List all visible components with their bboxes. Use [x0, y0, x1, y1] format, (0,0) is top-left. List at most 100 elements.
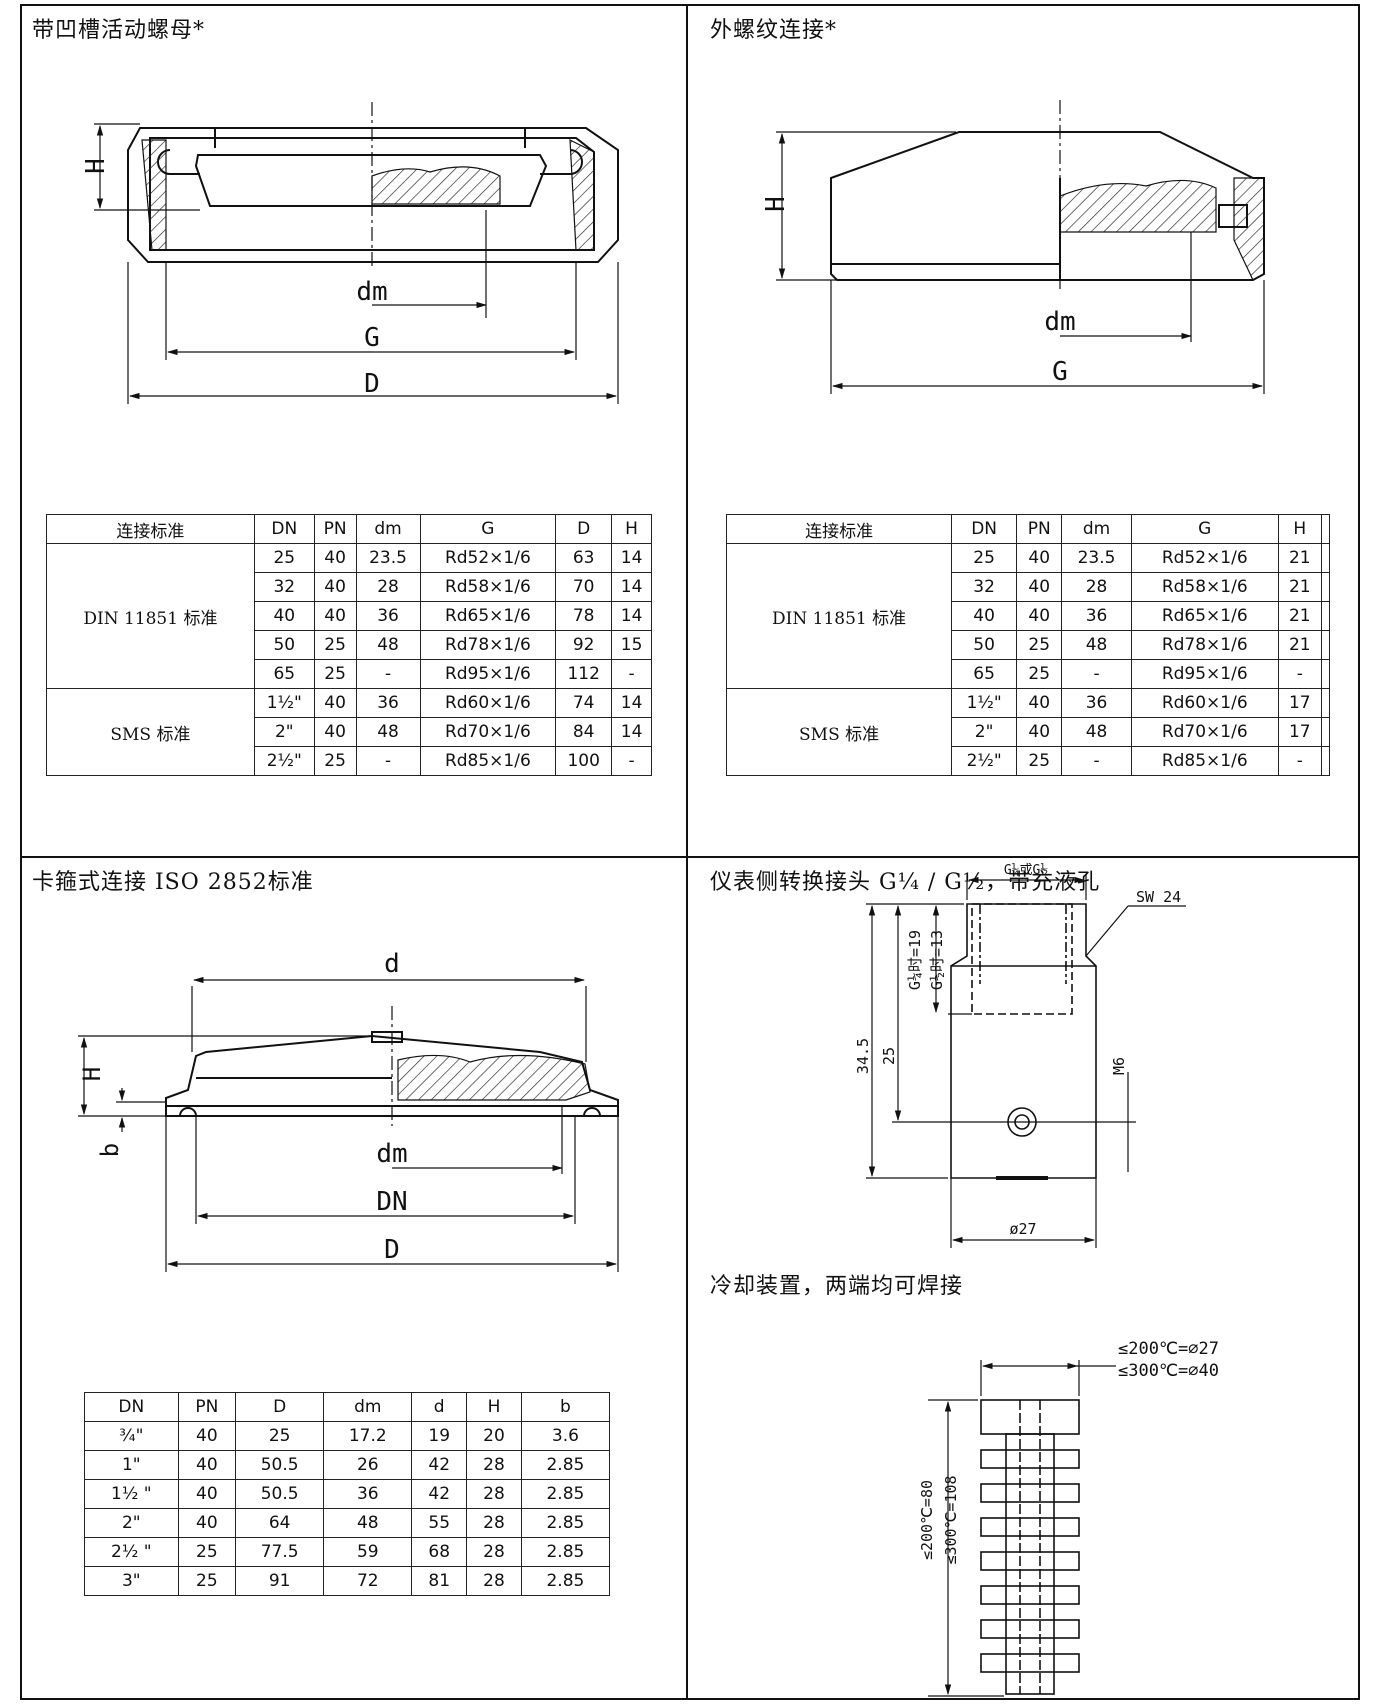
table-cell: 14: [611, 543, 652, 573]
column-header: D: [555, 514, 613, 544]
table-cell: 48: [355, 630, 421, 660]
table-cell: [1320, 601, 1331, 631]
table-cell: [1320, 688, 1331, 718]
table-cell: 48: [355, 717, 421, 747]
table-cell: [1320, 630, 1331, 660]
table-cell: 21: [1277, 572, 1322, 602]
table-cell: 25: [313, 630, 357, 660]
table-cell: 48: [1061, 630, 1132, 660]
table-cell: 40: [177, 1450, 237, 1480]
table-cell: Rd85×1/6: [419, 746, 557, 776]
label-dm-ext: dm: [1044, 307, 1075, 337]
table-cell: Rd58×1/6: [1130, 572, 1279, 602]
table-cell: 3": [84, 1566, 179, 1596]
table-cell: 40: [313, 601, 357, 631]
label-34-5: 34.5: [854, 1038, 872, 1074]
table-cell: 2½": [253, 746, 315, 776]
table-cell: 21: [1277, 630, 1322, 660]
table-cell: 42: [411, 1479, 468, 1509]
column-header: b: [520, 1392, 611, 1422]
table-cell: 28: [355, 572, 421, 602]
table-cell: 21: [1277, 601, 1322, 631]
table-cell: 2.85: [520, 1566, 611, 1596]
table-cell: -: [1277, 659, 1322, 689]
table-cell: 40: [313, 688, 357, 718]
label-d: d: [384, 949, 400, 979]
table-cell: Rd70×1/6: [1130, 717, 1279, 747]
table-cell: 112: [555, 659, 613, 689]
drawing-clamp: d H b dm DN D: [78, 949, 619, 1272]
standard-cell: DIN 11851 标准: [725, 543, 953, 689]
table-cell: Rd60×1/6: [419, 688, 557, 718]
table-cell: Rd58×1/6: [419, 572, 557, 602]
table-cell: 2.85: [520, 1508, 611, 1538]
table-cell: Rd78×1/6: [419, 630, 557, 660]
column-header: dm: [323, 1392, 413, 1422]
label-g12: G½时=13: [928, 930, 946, 990]
table-cell: 81: [411, 1566, 468, 1596]
table-cell: 48: [323, 1508, 413, 1538]
table-cell: 14: [611, 717, 652, 747]
label-g-size: G¼或G½: [1004, 863, 1048, 878]
table-cell: [1320, 659, 1331, 689]
column-header: DN: [84, 1392, 179, 1422]
table-cell: 17.2: [323, 1421, 413, 1451]
table-cell: 23.5: [1061, 543, 1132, 573]
table-cell: 40: [951, 601, 1018, 631]
table-cell: 32: [253, 572, 315, 602]
table-cell: 26: [323, 1450, 413, 1480]
column-header: H: [611, 514, 652, 544]
label-dm-clamp: dm: [376, 1139, 407, 1169]
table-cell: 40: [1016, 543, 1063, 573]
table-row: 2½"25-Rd85×1/6-: [727, 746, 1331, 776]
table-cell: 40: [1016, 688, 1063, 718]
table-cell: 40: [313, 543, 357, 573]
table-cell: [1320, 746, 1331, 776]
table-cell: 14: [611, 572, 652, 602]
label-g14: G¼时=19: [906, 930, 924, 990]
table-cell: 91: [235, 1566, 325, 1596]
table-cell: 42: [411, 1450, 468, 1480]
table-cell: 65: [253, 659, 315, 689]
table-cell: Rd85×1/6: [1130, 746, 1279, 776]
label-dm: dm: [356, 277, 387, 307]
table-cell: Rd70×1/6: [419, 717, 557, 747]
table-cell: 19: [411, 1421, 468, 1451]
table-cell: 25: [1016, 630, 1063, 660]
table-cell: Rd65×1/6: [1130, 601, 1279, 631]
table-cell: 17: [1277, 717, 1322, 747]
table-cell: 40: [313, 717, 357, 747]
table-cell: 40: [313, 572, 357, 602]
table-cell: [1320, 572, 1331, 602]
table-cell: 2½ ": [84, 1537, 179, 1567]
table-cell: 50: [253, 630, 315, 660]
table-cell: 70: [555, 572, 613, 602]
table-cell: 40: [1016, 601, 1063, 631]
table-cell: 2½": [951, 746, 1018, 776]
table-cell: 2": [253, 717, 315, 747]
table-cell: -: [355, 659, 421, 689]
table-cell: 28: [466, 1566, 522, 1596]
label-DN: DN: [376, 1187, 407, 1217]
table-cell: [1320, 543, 1331, 573]
column-header: DN: [253, 514, 315, 544]
standard-cell: SMS 标准: [46, 688, 255, 776]
table-cell: 36: [1061, 688, 1132, 718]
label-25: 25: [880, 1047, 898, 1065]
label-D: D: [364, 369, 380, 399]
label-cool-h1: ≤200℃=80: [918, 1480, 936, 1560]
table-cell: 36: [1061, 601, 1132, 631]
vertical-divider: [686, 4, 688, 1700]
